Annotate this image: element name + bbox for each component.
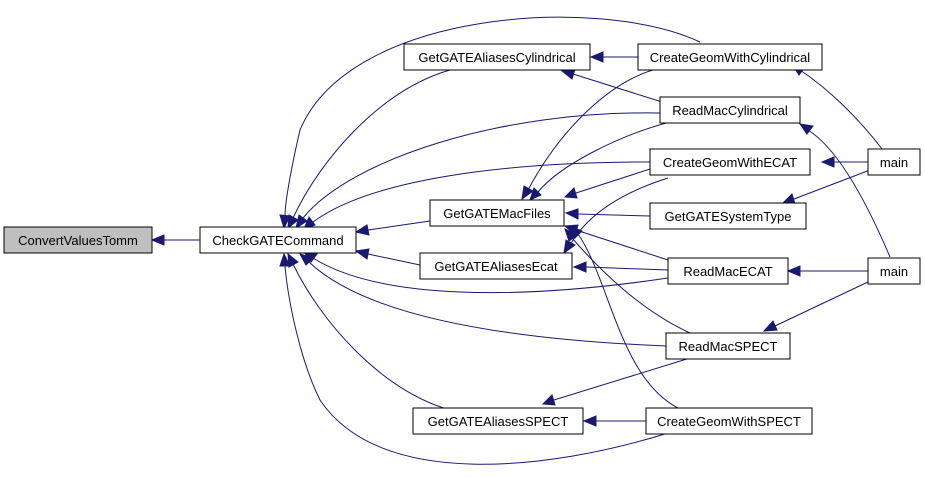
arrowhead-cg-ecat [820,156,835,168]
node-label: ReadMacSPECT [679,339,778,354]
node-create-geom-with-ecat[interactable]: CreateGeomWithECAT [649,148,811,176]
node-label: GetGATEAliasesSPECT [428,414,569,429]
edge-main2-to-rm-spect [774,280,871,327]
edge-rm-ecat-to-alias-ecat [585,266,669,271]
node-label: CheckGATECommand [212,233,343,248]
edge-systype-to-macfiles [577,213,651,217]
edge-main1-to-systype [793,169,871,200]
edge-alias-spect-to-check [292,263,451,411]
arrowhead-convert [150,234,165,246]
node-main-2[interactable]: main [867,257,921,285]
node-label: GetGATESystemType [665,209,792,224]
node-convert-values-tomm[interactable]: ConvertValuesTomm [3,226,153,254]
edge-macfiles-to-check [367,220,431,231]
arrowhead-check-9 [287,252,299,268]
edge-rm-spect-to-macfiles [571,237,691,334]
edge-cg-cyl-to-macfiles [527,67,661,191]
arrowhead-check-8 [298,253,314,266]
node-label: GetGATEMacFiles [443,206,551,221]
arrowhead-check-2 [279,214,291,230]
node-get-gate-system-type[interactable]: GetGATESystemType [649,202,807,230]
node-label: main [880,264,908,279]
node-read-mac-ecat[interactable]: ReadMacECAT [667,257,789,285]
arrowhead-check-1 [287,214,299,230]
node-check-gate-command[interactable]: CheckGATECommand [199,226,357,254]
node-label: GetGATEAliasesEcat [434,259,558,274]
node-read-mac-spect[interactable]: ReadMacSPECT [665,332,791,360]
node-read-mac-cylindrical[interactable]: ReadMacCylindrical [659,96,801,124]
arrowhead-macfiles-7 [569,225,583,239]
arrowhead-alias-ecat-2 [572,261,587,273]
arrowhead-alias-spect-1 [582,415,597,427]
node-label: CreateGeomWithCylindrical [650,50,810,65]
arrowhead-rm-ecat [786,265,801,277]
edge-rm-cyl-to-check [302,112,661,219]
arrowhead-macfiles-2 [529,187,542,201]
node-label: ReadMacCylindrical [672,103,788,118]
edge-rm-cyl-to-macfiles [537,121,671,193]
arrowhead-alias-ecat-1 [563,239,576,255]
arrowhead-macfiles-1 [521,185,534,201]
node-create-geom-with-cylindrical[interactable]: CreateGeomWithCylindrical [637,43,823,71]
arrowhead-macfiles-3 [563,187,578,199]
node-get-gate-aliases-ecat[interactable]: GetGATEAliasesEcat [419,252,573,280]
edge-rm-spect-to-alias-spect [553,357,691,401]
edge-cg-ecat-to-alias-ecat [569,177,669,246]
edge-cg-ecat-to-macfiles [575,168,651,194]
edge-rm-ecat-to-macfiles [575,229,669,261]
node-label: ReadMacECAT [683,264,772,279]
edge-cg-spect-to-macfiles [577,233,681,410]
node-get-gate-mac-files[interactable]: GetGATEMacFiles [429,199,565,227]
node-main-1[interactable]: main [867,148,921,176]
edge-rm-cyl-to-alias-cyl [572,73,663,103]
edge-alias-cyl-to-check [292,69,451,219]
arrowhead-check-5 [354,224,370,236]
edge-alias-ecat-to-check [367,253,421,266]
edge-cg-cyl-to-check [284,16,701,217]
node-get-gate-aliases-spect[interactable]: GetGATEAliasesSPECT [412,407,584,435]
arrowhead-check-6 [354,248,370,260]
arrowhead-check-3 [295,214,308,230]
arrowhead-rm-cyl [798,123,814,135]
node-label: CreateGeomWithECAT [663,155,797,170]
edge-cg-spect-to-check [284,265,669,465]
arrowhead-macfiles-6 [564,228,578,242]
arrowhead-alias-cyl-1 [589,51,604,63]
node-get-gate-aliases-cylindrical[interactable]: GetGATEAliasesCylindrical [403,43,591,71]
arrowhead-check-10 [279,252,291,267]
arrowhead-macfiles-4 [564,208,579,220]
edge-rm-spect-to-check [308,261,667,347]
arrowhead-alias-spect-2 [541,394,556,406]
edge-main2-to-rm-cyl [807,129,891,258]
node-label: main [880,155,908,170]
edge-main1-to-cg-cyl [799,69,883,150]
arrowhead-rm-spect [762,320,778,332]
nodes: ConvertValuesTomm CheckGATECommand GetGA… [3,43,921,435]
node-label: CreateGeomWithSPECT [657,414,801,429]
node-label: GetGATEAliasesCylindrical [418,50,575,65]
node-create-geom-with-spect[interactable]: CreateGeomWithSPECT [645,407,813,435]
edge-cg-ecat-to-check [312,161,651,223]
node-label: ConvertValuesTomm [18,233,138,248]
edge-rm-ecat-to-check [312,257,669,294]
